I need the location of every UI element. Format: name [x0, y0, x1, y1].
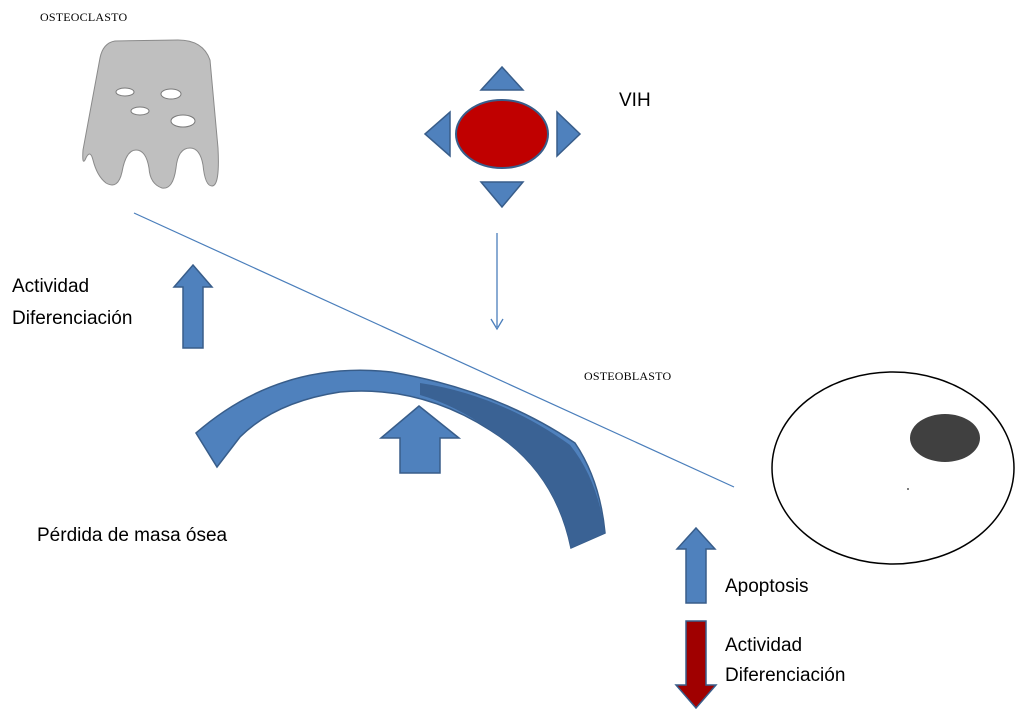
bone-loss-label: Pérdida de masa ósea — [37, 525, 228, 546]
osteoblast-down-arrow — [674, 620, 718, 709]
osteoclast-cell-icon — [82, 39, 219, 189]
diagonal-divider-line — [133, 212, 735, 488]
virus-down-triangle — [479, 181, 525, 209]
apoptosis-up-arrow — [675, 526, 717, 604]
hiv-virus-icon — [423, 65, 582, 209]
osteoclast-up-arrow — [172, 263, 214, 349]
virus-right-triangle — [556, 110, 582, 158]
virus-connector-arrow — [490, 233, 504, 331]
osteoblast-label: OSTEOBLASTO — [584, 369, 672, 383]
osteoclast-effect-label-line2: Diferenciación — [12, 308, 133, 329]
central-up-arrow — [378, 405, 462, 474]
osteoclast-label: OSTEOCLASTO — [40, 10, 128, 24]
apoptosis-label: Apoptosis — [725, 576, 809, 597]
curved-arrow-shadow — [420, 383, 605, 548]
osteoblast-cell-icon — [771, 371, 1015, 565]
osteoblast-effect-label-line1: Actividad — [725, 635, 803, 656]
virus-up-triangle — [479, 65, 525, 91]
virus-left-triangle — [423, 110, 451, 158]
osteoblast-effect-label-line2: Diferenciación — [725, 665, 846, 686]
vih-label: VIH — [619, 90, 651, 111]
osteoclast-effect-label-line1: Actividad — [12, 276, 90, 297]
